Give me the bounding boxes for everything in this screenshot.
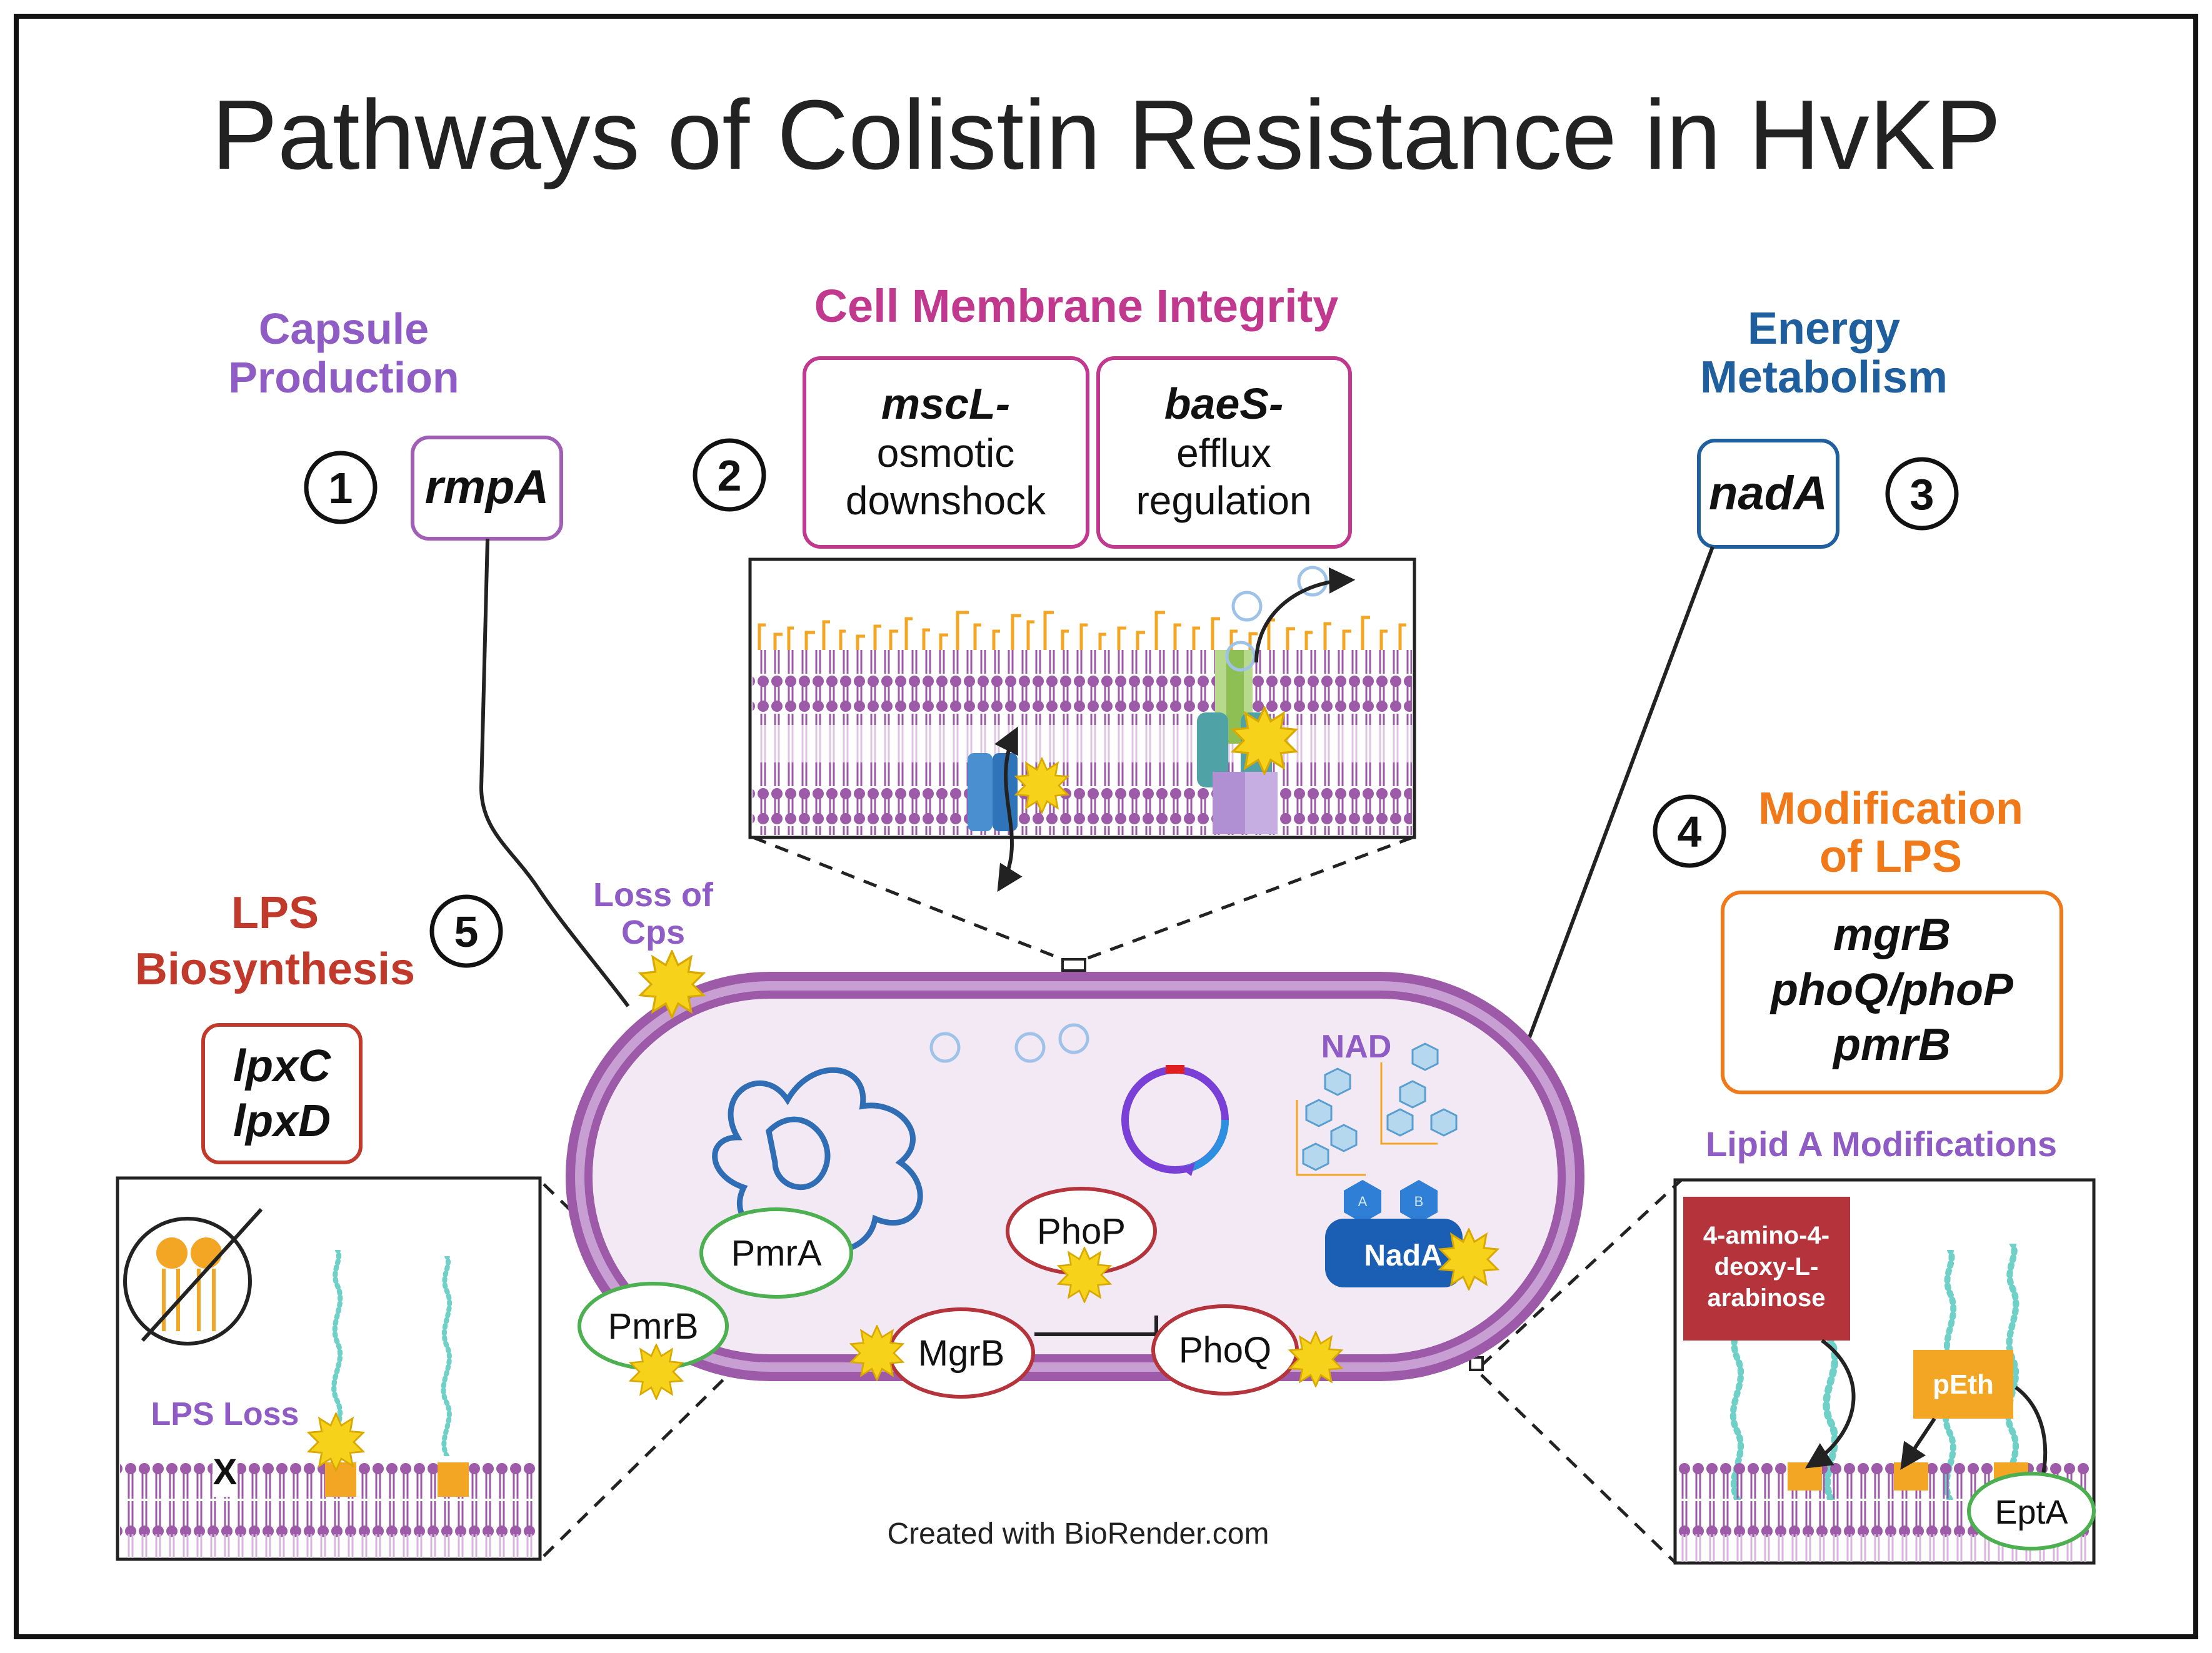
loss-cps-line1: Loss of bbox=[593, 876, 714, 914]
rmpA-connector bbox=[479, 538, 630, 1007]
figure-title: Pathways of Colistin Resistance in HvKP bbox=[212, 80, 2001, 190]
arabinose-box bbox=[1683, 1197, 1850, 1341]
step-5-circle bbox=[429, 894, 503, 968]
step-2-number: 2 bbox=[718, 451, 742, 500]
mscL-line2: downshock bbox=[846, 478, 1046, 523]
step-4-circle bbox=[1653, 794, 1726, 868]
lps-bio-gene-box bbox=[201, 1023, 363, 1164]
membrane-inset bbox=[748, 557, 1416, 892]
step-3-number: 3 bbox=[1910, 470, 1934, 519]
lipid-a-inset: 4-amino-4- deoxy-L- arabinose pEth EptA bbox=[1673, 1178, 2096, 1565]
step-3-circle bbox=[1885, 457, 1959, 531]
lps-loss-x: X bbox=[213, 1452, 238, 1492]
nadA-gene: nadA bbox=[1709, 467, 1828, 520]
mgrB-label: MgrB bbox=[918, 1333, 1005, 1374]
lps-loss-inset: LPS Loss X bbox=[116, 1176, 542, 1561]
pmrB-label: PmrB bbox=[608, 1306, 699, 1347]
nadA-protein: A B NadA bbox=[1325, 1180, 1463, 1287]
lipid-zoom-bottom bbox=[1480, 1374, 1676, 1564]
svg-text:B: B bbox=[1414, 1194, 1424, 1209]
arabinose-line2: deoxy-L- bbox=[1714, 1253, 1819, 1281]
lps-bio-title-line1: LPS bbox=[231, 888, 319, 938]
mscL-gene: mscL- bbox=[881, 379, 1010, 428]
mscL-box bbox=[803, 356, 1089, 549]
nad-molecules bbox=[1302, 1042, 1458, 1171]
pmrA-protein bbox=[699, 1207, 853, 1299]
rmpA-gene: rmpA bbox=[425, 461, 549, 514]
lipid-zoom-top bbox=[1480, 1179, 1683, 1367]
step-1-number: 1 bbox=[329, 464, 353, 512]
energy-title-line2: Metabolism bbox=[1700, 352, 1948, 402]
biorender-credit: Created with BioRender.com bbox=[888, 1517, 1269, 1551]
inset-zoom-line-right bbox=[1084, 836, 1413, 961]
step-2-circle bbox=[693, 438, 766, 512]
mscL-line1: osmotic bbox=[877, 431, 1015, 476]
peth-box bbox=[1913, 1350, 2013, 1419]
inset-zoom-line-left bbox=[753, 836, 1063, 961]
step-1-circle bbox=[304, 451, 378, 524]
step-5-number: 5 bbox=[454, 907, 479, 956]
phoP-label: PhoP bbox=[1037, 1211, 1126, 1252]
lps-mod-gene-1: mgrB bbox=[1833, 910, 1951, 960]
lps-loss-label: LPS Loss bbox=[151, 1396, 299, 1432]
step-4-number: 4 bbox=[1678, 807, 1702, 856]
energy-title-line1: Energy bbox=[1748, 304, 1900, 354]
chromosome-dna bbox=[712, 1067, 923, 1253]
lps-zoom-bottom bbox=[543, 1371, 733, 1557]
peth-label: pEth bbox=[1933, 1369, 1994, 1400]
lps-bio-gene-2: lpxD bbox=[233, 1096, 331, 1146]
capsule-title-line1: Capsule bbox=[259, 304, 429, 353]
baeS-gene: baeS- bbox=[1164, 379, 1284, 428]
baeS-line1: efflux bbox=[1176, 431, 1271, 476]
lps-mod-title-line2: of LPS bbox=[1819, 832, 1962, 882]
lps-bio-title-line2: Biosynthesis bbox=[135, 944, 415, 994]
lipid-a-label: Lipid A Modifications bbox=[1706, 1124, 2057, 1164]
nadA-box bbox=[1697, 439, 1839, 549]
loss-cps-line2: Cps bbox=[621, 914, 685, 951]
phoQ-label: PhoQ bbox=[1179, 1330, 1271, 1371]
lps-mod-title-line1: Modification bbox=[1758, 784, 2023, 834]
arabinose-line1: 4-amino-4- bbox=[1703, 1222, 1829, 1249]
nad-label: NAD bbox=[1321, 1029, 1392, 1065]
pmrA-label: PmrA bbox=[731, 1233, 822, 1274]
lps-bio-gene-1: lpxC bbox=[233, 1041, 331, 1091]
baeS-line2: regulation bbox=[1136, 478, 1311, 523]
lps-mod-gene-2: phoQ/phoP bbox=[1769, 965, 2014, 1015]
capsule-title-line2: Production bbox=[228, 353, 459, 402]
arabinose-line3: arabinose bbox=[1708, 1284, 1826, 1312]
svg-text:A: A bbox=[1358, 1194, 1368, 1209]
epta-label: EptA bbox=[1994, 1494, 2068, 1531]
baeS-box bbox=[1096, 356, 1352, 549]
membrane-title: Cell Membrane Integrity bbox=[814, 280, 1339, 332]
nadA-protein-label: NadA bbox=[1364, 1239, 1442, 1272]
lps-mod-gene-3: pmrB bbox=[1832, 1020, 1951, 1070]
lps-mod-gene-box bbox=[1721, 891, 2063, 1094]
no-lipid-symbol bbox=[123, 1217, 252, 1346]
mscL-channel bbox=[968, 753, 993, 831]
epta-protein bbox=[1967, 1472, 2096, 1551]
